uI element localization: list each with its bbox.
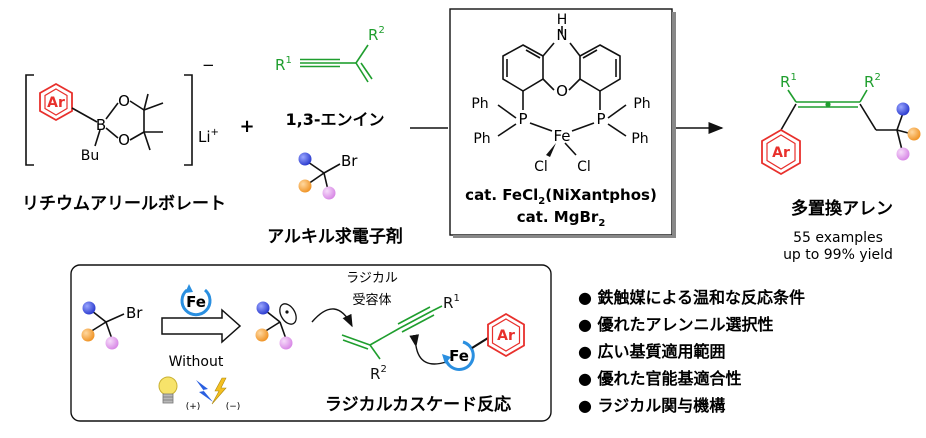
iron-cycle-icon — [180, 284, 212, 317]
left-phosphorus: P — [518, 110, 527, 128]
radical-addition-arrow — [311, 308, 353, 328]
feature-item: ● ラジカル関与機構 — [578, 396, 725, 415]
chloride-label: Cl — [577, 159, 591, 175]
positive-pole: (+) — [186, 402, 201, 412]
wedge-bond — [546, 143, 556, 157]
oxygen-label: O — [118, 92, 130, 110]
butyl-label: Bu — [81, 148, 99, 164]
electrophile-name: アルキル求電子剤 — [267, 226, 403, 247]
feature-item: ● 優れた官能基適合性 — [578, 369, 742, 388]
mech-enyne — [341, 305, 443, 360]
nh-h-label: H — [557, 12, 568, 28]
electricity-icon — [196, 377, 227, 405]
bromide-label: Br — [341, 152, 358, 170]
acceptor-label-1: ラジカル — [346, 271, 398, 286]
mech-bromide-label: Br — [126, 304, 143, 322]
ar-benzene-ring — [39, 82, 73, 122]
alkyl-electrophile — [298, 152, 341, 200]
borate-name: リチウムアリールボレート — [22, 194, 226, 214]
phenyl-label: Ph — [473, 131, 490, 147]
enyne-name: 1,3-エンイン — [286, 110, 385, 129]
cascade-title: ラジカルカスケード反応 — [325, 394, 511, 415]
right-bracket — [184, 74, 193, 166]
mech-alkyl-bromide — [81, 301, 125, 350]
catalyst-box — [449, 8, 673, 236]
borate-charge: − — [202, 56, 215, 74]
right-phosphorus: P — [596, 110, 605, 128]
negative-pole: (−) — [226, 402, 241, 412]
left-bracket — [25, 74, 34, 166]
fe-aryl-species — [442, 312, 525, 371]
plus-sign: + — [239, 116, 254, 137]
without-label: Without — [169, 354, 224, 370]
feature-item: ● 優れたアレンニル選択性 — [578, 315, 774, 334]
enyne-r1: R1 — [275, 55, 292, 74]
alkyl-radical — [255, 301, 297, 350]
examples-count: 55 examples — [793, 230, 883, 246]
phenyl-label: Ph — [631, 131, 648, 147]
product-ar-label: Ar — [772, 145, 790, 161]
lithium-aryl-borate — [25, 74, 193, 166]
orange-substituent-ball — [298, 179, 312, 193]
feature-list: ● 鉄触媒による温和な反応条件 ● 優れたアレンニル選択性 ● 広い基質適用範囲… — [578, 288, 805, 415]
xanthene-oxygen: O — [556, 82, 568, 100]
blue-substituent-ball — [298, 152, 312, 166]
enyne-r2: R2 — [368, 25, 385, 44]
product-r1: R1 — [780, 72, 797, 91]
product-name: 多置換アレン — [791, 198, 893, 219]
feature-item: ● 広い基質適用範囲 — [578, 342, 726, 361]
fe-cycle-label: Fe — [186, 293, 206, 311]
light-bulb-icon — [158, 376, 178, 404]
boron-label: B — [96, 116, 106, 134]
product-r2: R2 — [864, 72, 881, 91]
chloride-label: Cl — [534, 159, 548, 175]
catalyst-line-1: cat. FeCl2(NiXantphos) — [465, 186, 657, 207]
catalyst-line-2: cat. MgBr2 — [517, 208, 606, 229]
enyne-structure — [300, 44, 373, 83]
oxygen-label: O — [118, 131, 130, 149]
phenyl-label: Ph — [471, 96, 488, 112]
feature-item: ● 鉄触媒による温和な反応条件 — [578, 288, 805, 307]
nixantphos-iron-complex — [497, 26, 627, 156]
fe-ar-label: Ar — [497, 328, 515, 344]
max-yield: up to 99% yield — [783, 247, 893, 263]
fe-label: Fe — [449, 347, 469, 365]
violet-substituent-ball — [322, 186, 336, 200]
phenyl-label: Ph — [633, 96, 650, 112]
allene-product — [761, 89, 921, 176]
lithium-label: Li+ — [198, 127, 219, 146]
nh-n-label: N — [556, 26, 567, 44]
fe-radical-arrow — [409, 334, 447, 365]
mech-r2: R2 — [370, 364, 387, 383]
mechanism-box — [70, 264, 552, 422]
activation-arrow — [161, 308, 242, 344]
acceptor-label-2: 受容体 — [352, 292, 391, 308]
iron-center: Fe — [553, 127, 570, 145]
ar-label: Ar — [47, 95, 65, 111]
mech-r1: R1 — [443, 293, 460, 312]
